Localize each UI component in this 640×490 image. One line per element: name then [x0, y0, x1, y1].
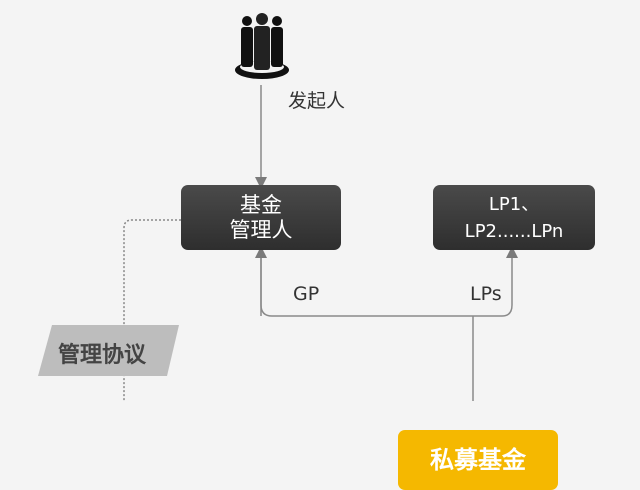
agreement-label: 管理协议: [58, 343, 147, 368]
lp-box: LP1、 LP2......LPn: [433, 185, 595, 250]
people-icon: [232, 12, 292, 82]
fund-manager-box: 基金 管理人: [181, 185, 341, 250]
private-fund-box: 私募基金: [398, 430, 558, 490]
lp-box-line1: LP1、: [488, 193, 540, 215]
connector-lines: [38, 85, 518, 401]
private-fund-label: 私募基金: [430, 446, 526, 474]
gp-label: GP: [293, 283, 320, 305]
fund-manager-line1: 基金: [240, 192, 282, 217]
lps-label: LPs: [470, 283, 502, 305]
lp-box-line2: LP2......LPn: [464, 220, 564, 242]
fund-manager-line2: 管理人: [229, 217, 293, 242]
agreement-tag-shape: [38, 325, 179, 376]
founder-label: 发起人: [288, 90, 346, 112]
